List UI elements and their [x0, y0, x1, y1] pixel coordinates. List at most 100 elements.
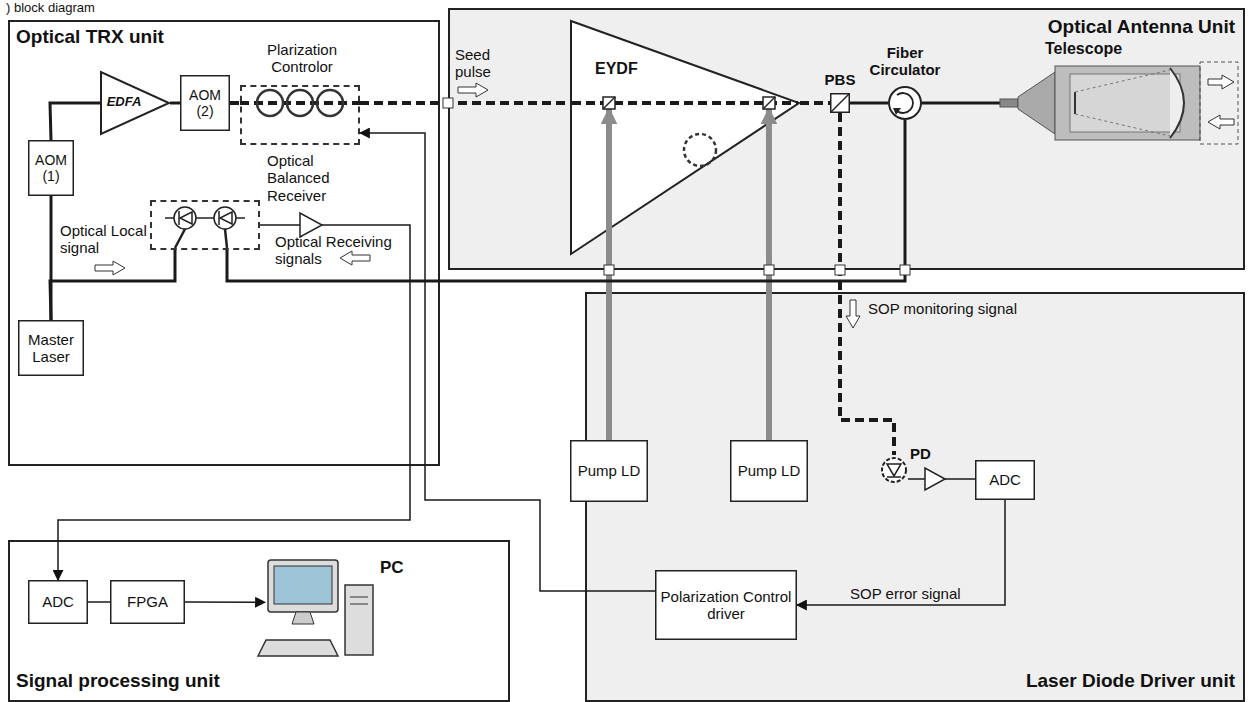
connector-port: [764, 265, 774, 275]
node-label: Fiber Circulator: [855, 44, 955, 79]
figure-caption: ) block diagram: [6, 1, 206, 16]
connector-port: [604, 265, 614, 275]
circulator-circle: Fiber Circulator: [888, 86, 922, 120]
telescope-symbol: [1170, 68, 1184, 138]
balanced-receiver: Optical Balanced Receiver: [150, 200, 260, 250]
computer-icon: [350, 604, 368, 605]
telescope-symbol: [1055, 66, 1200, 140]
computer-icon: [268, 560, 338, 612]
signal-direction-arrow: [458, 83, 488, 97]
photodiode-symbol: [887, 476, 901, 478]
fiber-connector: [850, 102, 888, 105]
computer-icon: [258, 560, 373, 656]
telescope-symbol: [1075, 114, 1170, 136]
node-label: Polarization Control driver: [657, 588, 795, 623]
fiber-amplifier-internals: [763, 97, 775, 109]
telescope-symbol: [1000, 62, 1238, 144]
text-holder: Pump LD: [570, 440, 648, 502]
modulator-box: AOM (1): [28, 140, 74, 196]
unit-title: Optical TRX unit: [16, 26, 266, 48]
computer-icon: [350, 597, 368, 598]
unit-title: Signal processing unit: [16, 670, 276, 692]
signal-label: SOP monitoring signal: [868, 300, 1068, 317]
photodiode-pair: [225, 229, 227, 248]
fiber-connector: [170, 102, 180, 105]
fiber-loop-symbol: [240, 90, 360, 116]
text-holder: Fiber Circulator: [855, 44, 955, 79]
laser-driver-box: Pump LD: [730, 440, 808, 502]
modulator-box: AOM (2): [180, 75, 230, 131]
fiber-amplifier-internals: [763, 97, 775, 109]
text-holder: Master Laser: [18, 320, 84, 376]
fiber-amplifier-internals: [684, 134, 716, 166]
computer-icon: [258, 640, 338, 656]
connector-port: [900, 265, 910, 275]
amplifier-symbol: [925, 468, 945, 490]
fiber-connector: [50, 103, 100, 140]
fiber-loop-symbol: [257, 90, 283, 116]
connector-port: [443, 98, 453, 108]
text-holder: SOP error signal: [850, 585, 980, 602]
wire-connector: [58, 225, 410, 580]
photodiode-pair: [180, 212, 192, 224]
laser-box: Master Laser: [18, 320, 84, 376]
fiber-amplifier-internals: [603, 97, 615, 109]
text-holder: Laser Diode Driver unit: [1005, 670, 1235, 692]
photodiode-pair: [218, 211, 220, 225]
text-holder: Telescope: [1045, 40, 1165, 58]
connector-port: [835, 265, 845, 275]
converter-box: ADC: [975, 460, 1035, 500]
fiber-connector: [922, 102, 1000, 105]
node-label: ADC: [42, 593, 74, 610]
text-holder: PC: [380, 558, 420, 578]
signal-direction-arrow: [95, 261, 125, 275]
node-label: Plarization Controlor: [242, 41, 362, 76]
node-label: PBS: [822, 71, 858, 88]
unit-title: Optical Antenna Unit: [1015, 16, 1235, 38]
telescope-symbol: [1018, 72, 1055, 134]
signal-direction-arrow: [340, 251, 370, 265]
telescope-symbol: [1070, 74, 1180, 132]
beam-splitter-symbol: [831, 94, 849, 112]
circulator-symbol: [893, 93, 913, 115]
text-holder: EDFA: [102, 95, 146, 110]
amplifier-symbol: [300, 213, 945, 490]
node-label: AOM (1): [30, 152, 72, 184]
photodiode-pair: [165, 207, 245, 248]
fiber-connector: [227, 120, 905, 281]
node-label: EYDF: [595, 60, 665, 78]
text-holder: Optical Balanced Receiver: [267, 152, 347, 204]
dash-connector: [360, 101, 570, 105]
photodiode-pair: [178, 211, 180, 225]
node-label: Optical Balanced Receiver: [267, 152, 347, 204]
triangle-outline: [571, 21, 799, 254]
text-holder: Polarization Control driver: [655, 570, 797, 640]
text-holder: ) block diagram: [6, 1, 206, 16]
signal-direction-arrow: [95, 83, 860, 328]
unit-panel: Pump LDPump LDPDADCPolarization Control …: [585, 292, 1245, 702]
node-label: ADC: [989, 471, 1021, 488]
text-holder: Pump LD: [730, 440, 808, 502]
triangle-outline: [101, 72, 169, 134]
node-label: PD: [910, 445, 940, 462]
circulator-symbol: [893, 108, 901, 115]
node-label: Pump LD: [738, 462, 801, 479]
fiber-amplifier-internals: [572, 97, 798, 166]
text-holder: AOM (2): [180, 75, 230, 131]
wire-connector: [185, 601, 265, 603]
text-holder: SOP monitoring signal: [868, 300, 1068, 317]
signal-direction-arrow: [846, 300, 860, 328]
fiber-loop-symbol: [317, 90, 343, 116]
beam-splitter-symbol: [831, 94, 849, 112]
wire-connector: [88, 601, 110, 603]
dash-connector: [230, 101, 240, 105]
triangle-outline: [570, 20, 800, 255]
text-holder: Optical Local signal: [60, 222, 150, 257]
unit-title: Laser Diode Driver unit: [1005, 670, 1235, 692]
text-holder: AOM (1): [28, 140, 74, 196]
fiber-amplifier-internals: [603, 97, 615, 109]
node-label: Master Laser: [20, 331, 82, 366]
text-holder: Plarization Controlor: [242, 41, 362, 76]
